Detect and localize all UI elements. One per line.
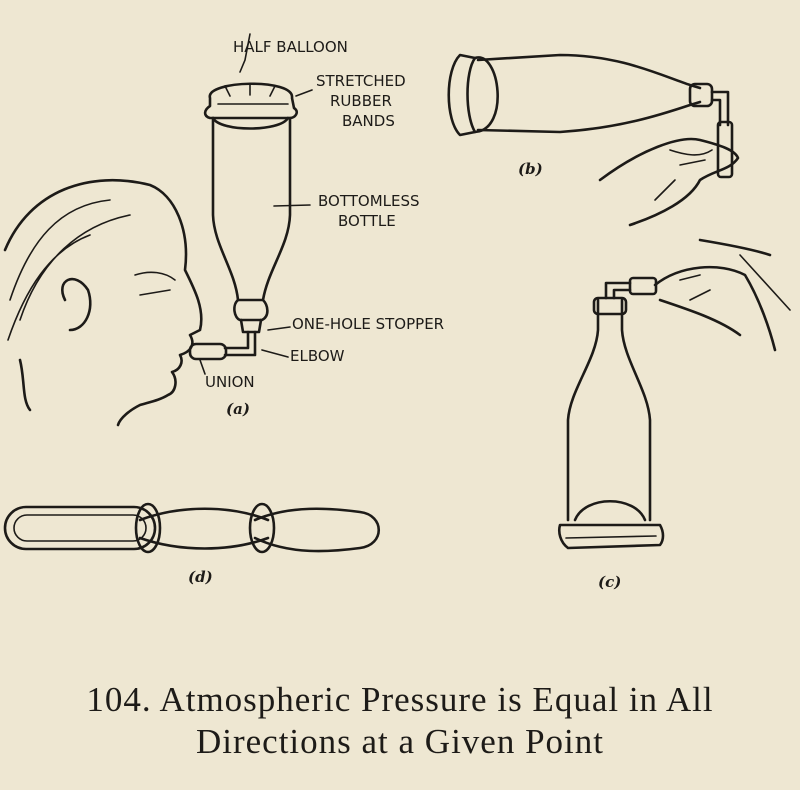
head-profile-drawing — [3, 178, 203, 427]
caption-line-1: 104. Atmospheric Pressure is Equal in Al… — [86, 680, 714, 719]
figure-d-label: (d) — [188, 568, 213, 586]
label-bottomless: BOTTOMLESS — [318, 192, 420, 210]
label-bands: BANDS — [342, 112, 395, 130]
chain-drawing — [3, 502, 380, 554]
caption-line-2: Directions at a Given Point — [195, 722, 605, 761]
horizontal-bottle-drawing — [447, 53, 740, 227]
figure-a-label: (a) — [226, 400, 250, 418]
label-bottle: BOTTLE — [338, 212, 396, 230]
label-one-hole-stopper: ONE-HOLE STOPPER — [292, 315, 444, 333]
bottomless-bottle-drawing — [188, 33, 313, 375]
illustration: HALF BALLOON STRETCHED RUBBER BANDS BOTT… — [3, 33, 791, 591]
upright-bottle-drawing — [557, 238, 791, 550]
label-rubber: RUBBER — [330, 92, 392, 110]
label-elbow: ELBOW — [290, 347, 345, 365]
figure-b-label: (b) — [518, 160, 543, 178]
label-union: UNION — [205, 373, 255, 391]
label-stretched: STRETCHED — [316, 72, 406, 90]
figure-c-label: (c) — [598, 573, 621, 591]
label-half-balloon: HALF BALLOON — [233, 38, 348, 56]
